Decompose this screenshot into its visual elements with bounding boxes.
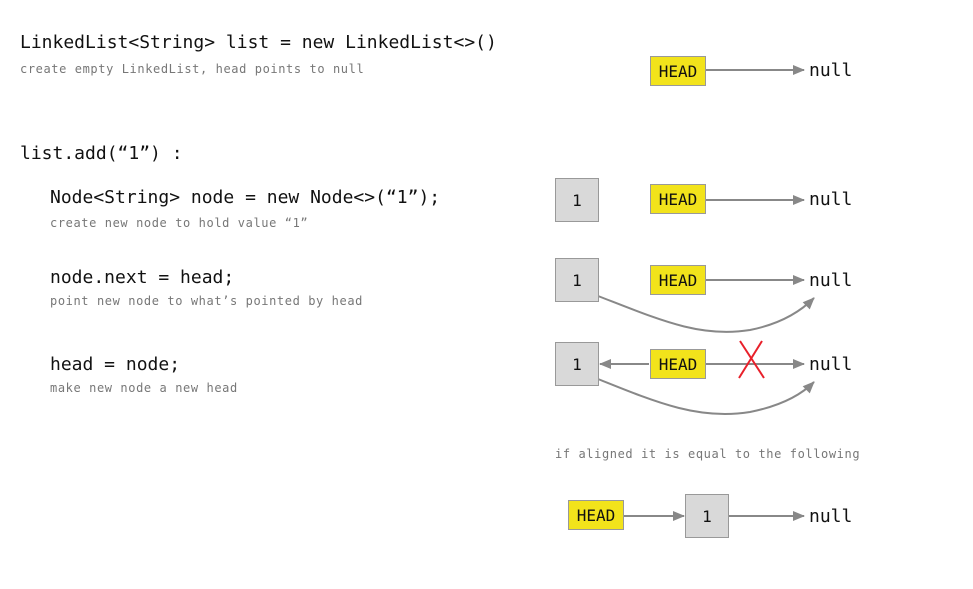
head-pointer-box: HEAD [650, 184, 706, 214]
node-box: 1 [555, 178, 599, 222]
create-node-code: Node<String> node = new Node<>(“1”); [50, 187, 441, 208]
node-box: 1 [555, 342, 599, 386]
node-next-note: point new node to what’s pointed by head [50, 294, 363, 308]
null-label: null [809, 270, 853, 291]
arrow-node-next-curve-4 [597, 378, 815, 416]
null-label: null [809, 60, 853, 81]
init-code: LinkedList<String> list = new LinkedList… [20, 32, 497, 53]
node-box: 1 [555, 258, 599, 302]
node-next-code: node.next = head; [50, 267, 235, 288]
head-pointer-box: HEAD [650, 349, 706, 379]
head-pointer-box: HEAD [650, 265, 706, 295]
head-assign-note: make new node a new head [50, 381, 238, 395]
init-note: create empty LinkedList, head points to … [20, 62, 365, 76]
null-label: null [809, 189, 853, 210]
head-assign-code: head = node; [50, 354, 181, 375]
cross-mark-icon [738, 340, 765, 379]
null-label: null [809, 506, 853, 527]
add-code: list.add(“1”) : [20, 143, 183, 164]
head-pointer-box: HEAD [568, 500, 624, 530]
node-box: 1 [685, 494, 729, 538]
arrow-node-next-curve-3 [597, 295, 815, 333]
aligned-note: if aligned it is equal to the following [555, 447, 861, 461]
head-pointer-box: HEAD [650, 56, 706, 86]
create-node-note: create new node to hold value “1” [50, 216, 309, 230]
null-label: null [809, 354, 853, 375]
